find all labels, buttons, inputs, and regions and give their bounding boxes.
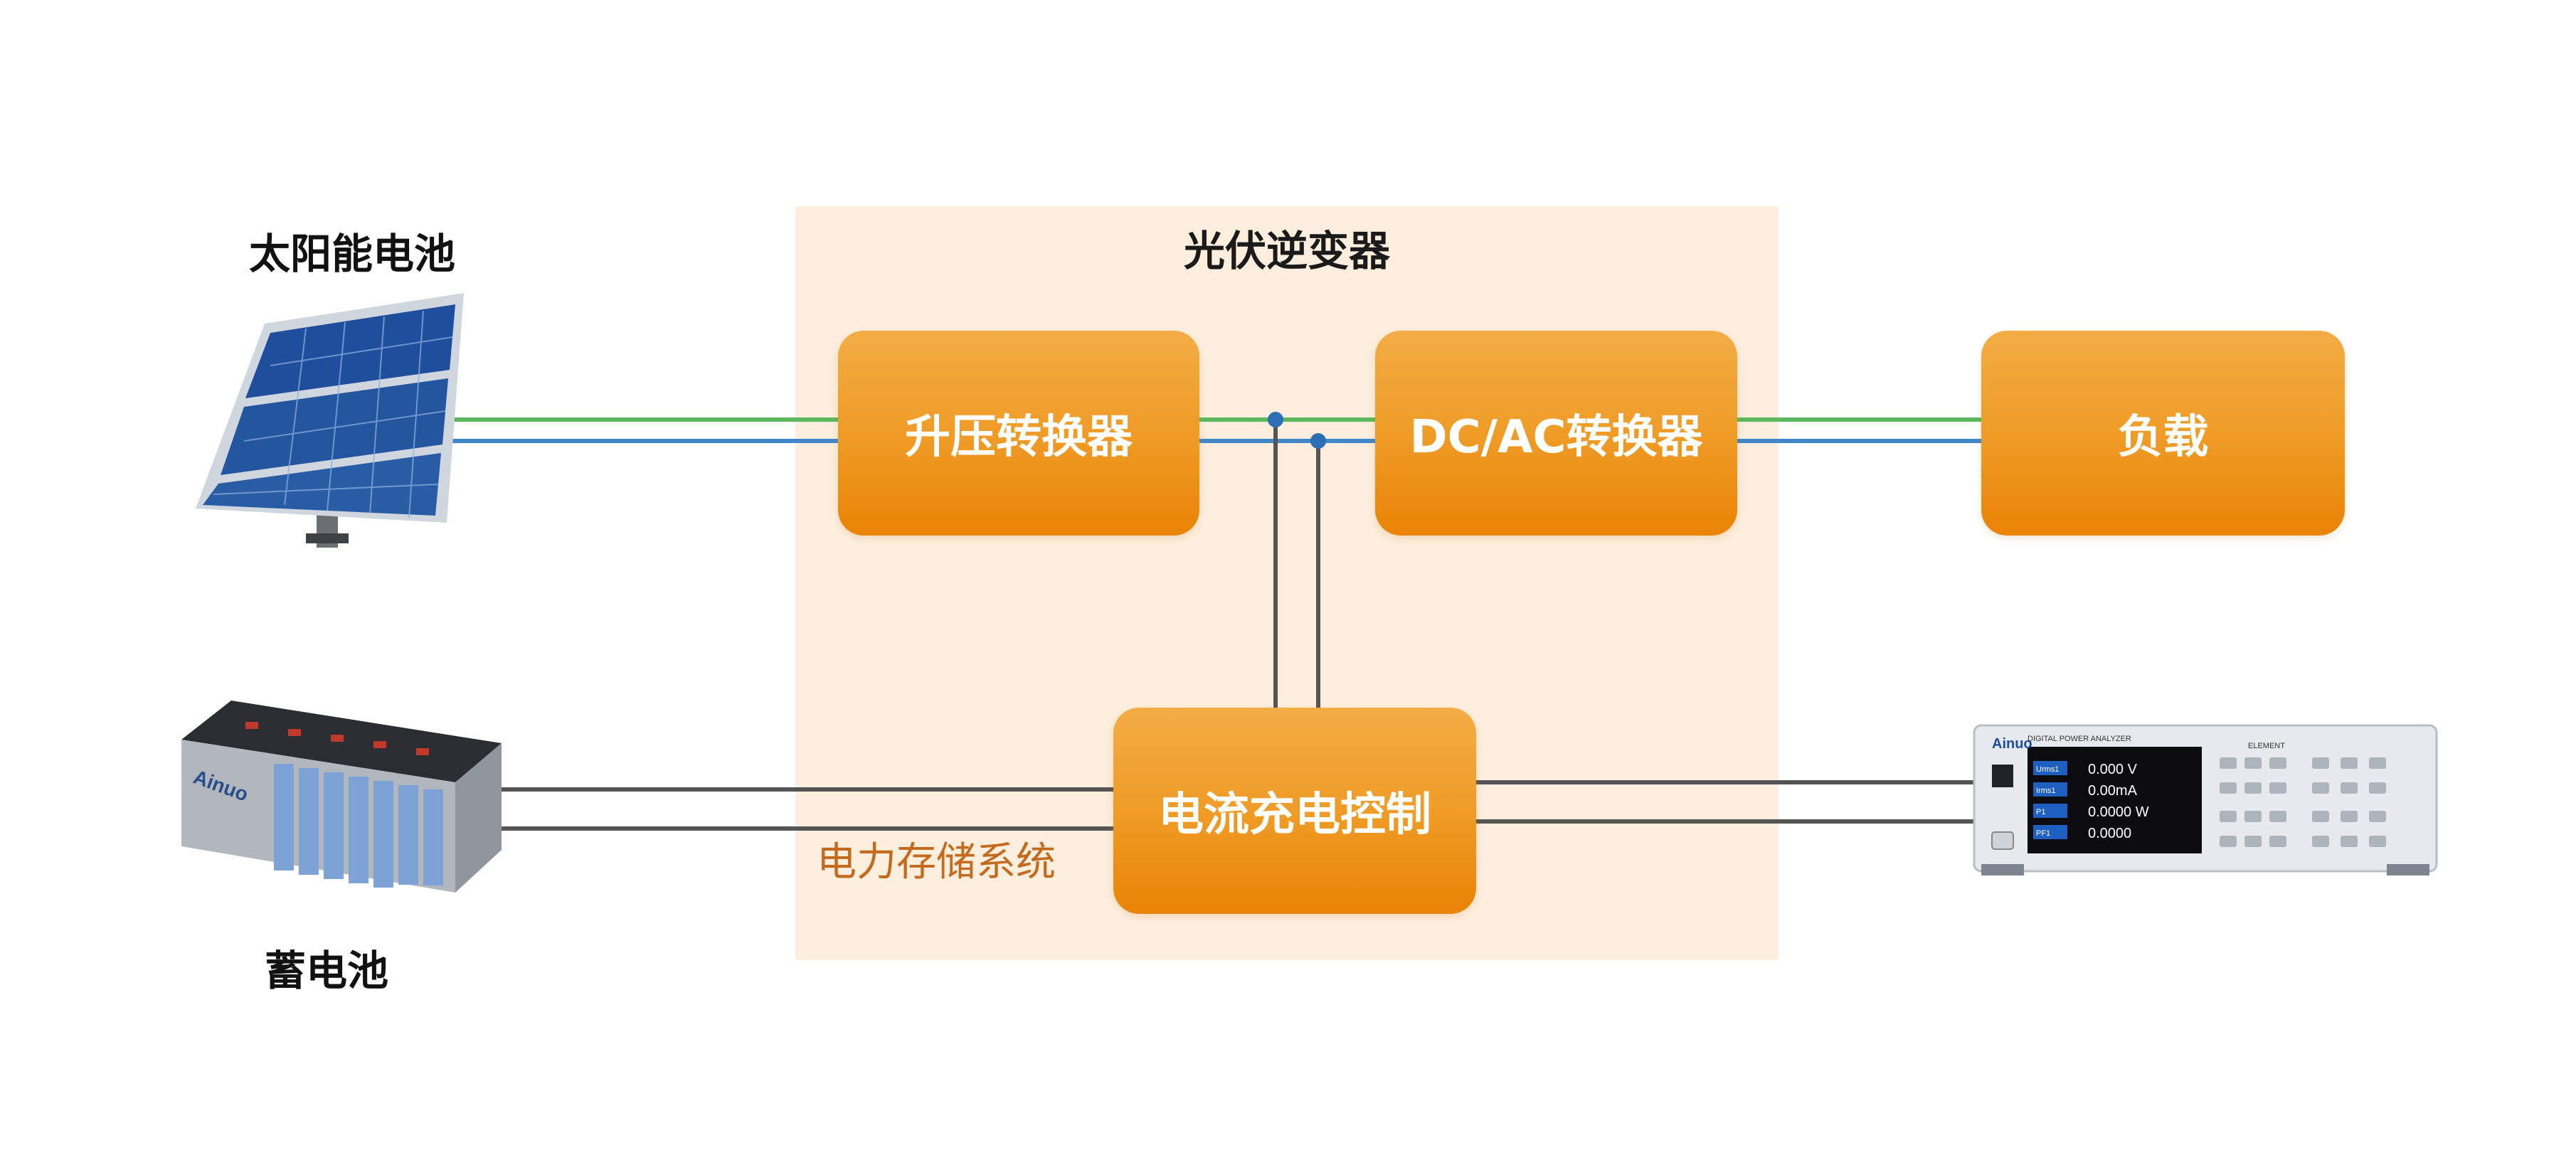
region-title: 光伏逆变器 [1183, 227, 1390, 275]
reading-value-1: 0.00mA [2088, 783, 2138, 799]
battery-label: 蓄电池 [265, 947, 389, 995]
dcac-converter-label: DC/AC转换器 [1409, 411, 1703, 464]
charge-controller-label: 电流充电控制 [1158, 789, 1431, 841]
reading-value-2: 0.0000 W [2088, 804, 2149, 820]
analyzer-element-text: ELEMENT [2248, 742, 2285, 750]
boost-converter-label: 升压转换器 [905, 411, 1133, 464]
solar-label: 太阳能电池 [249, 230, 456, 278]
junction-dot-b [1310, 433, 1326, 449]
charge-controller-box: 电流充电控制 [1113, 708, 1476, 914]
battery-icon: Ainuo [181, 701, 502, 893]
reading-tag-1: Irms1 [2036, 787, 2056, 795]
power-analyzer-icon: Ainuo DIGITAL POWER ANALYZER ELEMENT Urm… [1973, 724, 2438, 875]
boost-converter-box: 升压转换器 [838, 331, 1199, 536]
dcac-converter-box: DC/AC转换器 [1375, 331, 1737, 536]
junction-dot-a [1268, 412, 1283, 427]
load-label: 负载 [2117, 411, 2209, 464]
reading-tag-0: Urms1 [2036, 765, 2059, 774]
reading-value-0: 0.000 V [2088, 762, 2138, 777]
analyzer-model-text: DIGITAL POWER ANALYZER [2028, 735, 2131, 743]
solar-panel-icon [196, 293, 464, 548]
storage-system-label: 电力存储系统 [817, 839, 1056, 885]
reading-tag-3: PF1 [2036, 829, 2050, 838]
analyzer-brand-text: Ainuo [1992, 736, 2032, 752]
reading-value-3: 0.0000 [2088, 826, 2131, 841]
load-box: 负载 [1981, 331, 2345, 536]
reading-tag-2: P1 [2036, 808, 2045, 816]
